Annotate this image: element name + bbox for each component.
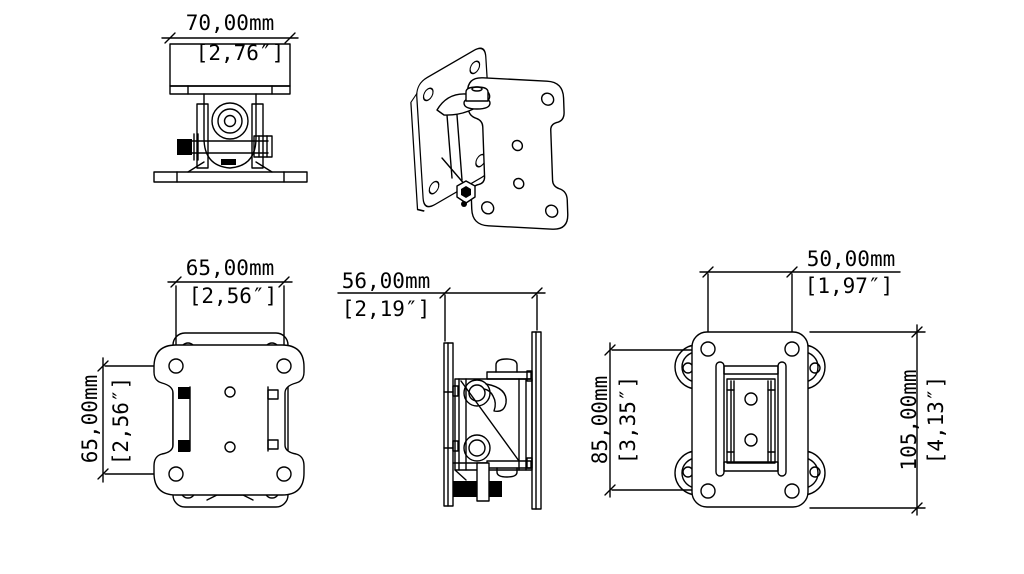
back-rail <box>715 361 787 477</box>
dim-back-hole-height: 85,00mm [3,35″] <box>588 342 701 498</box>
dim-side-depth: 56,00mm [2,19″] <box>337 269 546 342</box>
view-top: 70,00mm [2,76″] <box>153 11 308 183</box>
side-bolt-head <box>177 139 192 155</box>
dim-side-depth-inch: [2,19″] <box>342 297 431 321</box>
dim-front-height: 65,00mm [2,56″] <box>78 357 169 483</box>
dim-back-hole-spacing-mm: 50,00mm <box>807 247 896 271</box>
dim-front-width: 65,00mm [2,56″] <box>167 256 293 358</box>
dim-back-hole-spacing-inch: [1,97″] <box>805 274 894 298</box>
view-back: 50,00mm [1,97″] 85,00mm [3,35″] 105,00mm… <box>588 247 948 516</box>
iso-tilt-arm <box>436 86 491 116</box>
dim-top-width-inch: [2,76″] <box>196 41 285 65</box>
iso-knob <box>465 86 489 102</box>
dim-back-hole-height-mm: 85,00mm <box>588 376 612 465</box>
dim-back-hole-spacing: 50,00mm [1,97″] <box>699 247 901 341</box>
dim-front-width-mm: 65,00mm <box>186 256 275 280</box>
side-lock-knob <box>452 462 502 502</box>
dim-back-total-height-mm: 105,00mm <box>897 369 921 470</box>
dim-front-width-inch: [2,56″] <box>189 284 278 308</box>
iso-hinge-linkage <box>441 114 467 187</box>
dim-front-height-mm: 65,00mm <box>78 375 102 464</box>
view-front: 65,00mm [2,56″] 65,00mm [2,56″] <box>78 256 305 508</box>
dim-back-total-height-inch: [4,13″] <box>924 376 948 465</box>
dim-back-hole-height-inch: [3,35″] <box>616 376 640 465</box>
dim-side-depth-mm: 56,00mm <box>342 269 431 293</box>
dim-top-width: 70,00mm [2,76″] <box>161 11 299 65</box>
dim-front-height-inch: [2,56″] <box>109 377 133 466</box>
dim-back-total-height: 105,00mm [4,13″] <box>809 324 948 516</box>
iso-lock-bolt <box>456 180 476 207</box>
dim-top-width-mm: 70,00mm <box>186 11 275 35</box>
side-hinge-block <box>454 358 533 478</box>
iso-front-plate <box>466 77 569 230</box>
view-isometric <box>410 47 569 230</box>
back-wall-plate <box>691 331 809 508</box>
view-side: 56,00mm [2,19″] <box>337 269 546 510</box>
front-monitor-plate <box>153 344 305 496</box>
